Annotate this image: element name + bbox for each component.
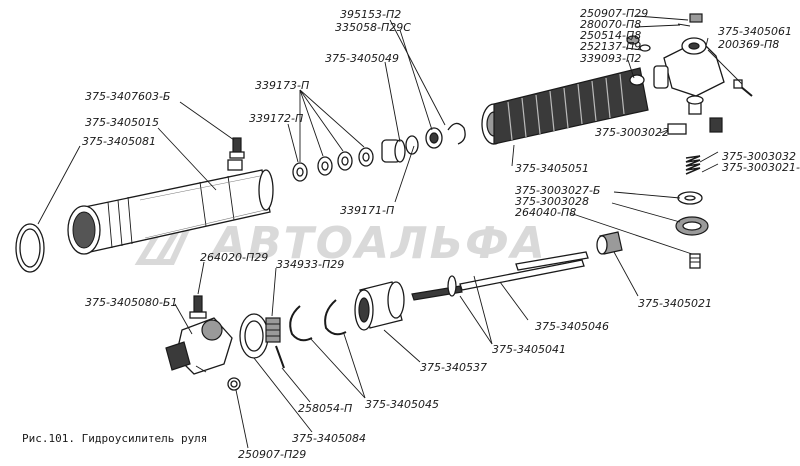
bellows-boot (481, 67, 649, 145)
label-375-3405015: 375-3405015 (85, 116, 159, 129)
label-250514-p8: 250514-П8 (580, 29, 641, 42)
label-375-3003032: 375-3003032 (722, 150, 796, 163)
label-375-3405061: 375-3405061 (718, 25, 792, 38)
cylinder-fitting (229, 137, 245, 159)
head-fitting (189, 295, 207, 319)
label-335058-p29s: 335058-П29С (335, 21, 411, 34)
label-200369-p8: 200369-П8 (718, 38, 779, 51)
insert-block (667, 117, 723, 135)
label-375-3003021-b: 375-3003021-Б (722, 161, 800, 174)
label-264020-p29: 264020-П29 (200, 251, 268, 264)
label-375-3405051: 375-3405051 (515, 162, 589, 175)
label-375-3003028: 375-3003028 (515, 195, 589, 208)
label-334933-p29: 334933-П29 (276, 258, 344, 271)
head-housing (165, 317, 233, 375)
label-375-3405045: 375-3405045 (365, 398, 439, 411)
screw-bolt (733, 79, 753, 97)
leader-lines (37, 15, 743, 449)
label-375-3405084: 375-3405084 (292, 432, 366, 445)
ball-pin (686, 95, 704, 115)
label-375-3405081: 375-3405081 (82, 135, 156, 148)
plug-bolt (689, 253, 701, 269)
large-ring (15, 223, 45, 273)
label-375-3405021: 375-3405021 (638, 297, 712, 310)
end-cap (239, 313, 269, 359)
label-252137-p9: 252137-П9 (580, 40, 641, 53)
label-395153-p2: 395153-П2 (340, 8, 401, 21)
label-375-3405080-b1: 375-3405080-Б1 (85, 296, 177, 309)
gland-nut (265, 317, 281, 343)
washer-set (292, 122, 466, 182)
cylinder-body (67, 159, 274, 255)
piston-rod (411, 251, 589, 301)
label-375-3405041: 375-3405041 (492, 343, 566, 356)
watermark-text: АВТОАЛЬФА (209, 218, 547, 269)
label-264040-p8: 264040-П8 (515, 206, 576, 219)
watermark-logo: АВТОАЛЬФА (134, 202, 547, 269)
seal-washers (675, 191, 709, 236)
label-375-3003027-b: 375-3003027-Б (515, 184, 600, 197)
label-280070-p8: 280070-П8 (580, 18, 641, 31)
bushing (596, 231, 623, 255)
label-250907-p29-bottom: 250907-П29 (238, 448, 306, 461)
label-258054-p: 258054-П (298, 402, 352, 415)
label-250907-p29: 250907-П29 (580, 7, 648, 20)
label-375-3407603-b: 375-3407603-Б (85, 90, 170, 103)
part-labels: 250907-П29 280070-П8 250514-П8 252137-П9… (82, 7, 800, 461)
label-339171-p: 339171-П (340, 204, 394, 217)
snap-rings (289, 299, 347, 342)
label-375-3405049: 375-3405049 (325, 52, 399, 65)
label-339172-p: 339172-П (249, 112, 303, 125)
retaining-pin (275, 345, 285, 369)
figure-caption: Рис.101. Гидроусилитель руля (22, 432, 207, 445)
piston (354, 281, 405, 331)
ball-joint-housing (653, 37, 725, 97)
small-ring (227, 377, 241, 391)
label-339173-p: 339173-П (255, 79, 309, 92)
label-375-3003022: 375-3003022 (595, 126, 669, 139)
label-339093-p2: 339093-П2 (580, 52, 641, 65)
nut-and-cotter-pin (626, 13, 703, 86)
label-375-3405046: 375-3405046 (535, 320, 609, 333)
spring (685, 155, 701, 175)
label-375-340537: 375-340537 (420, 361, 487, 374)
